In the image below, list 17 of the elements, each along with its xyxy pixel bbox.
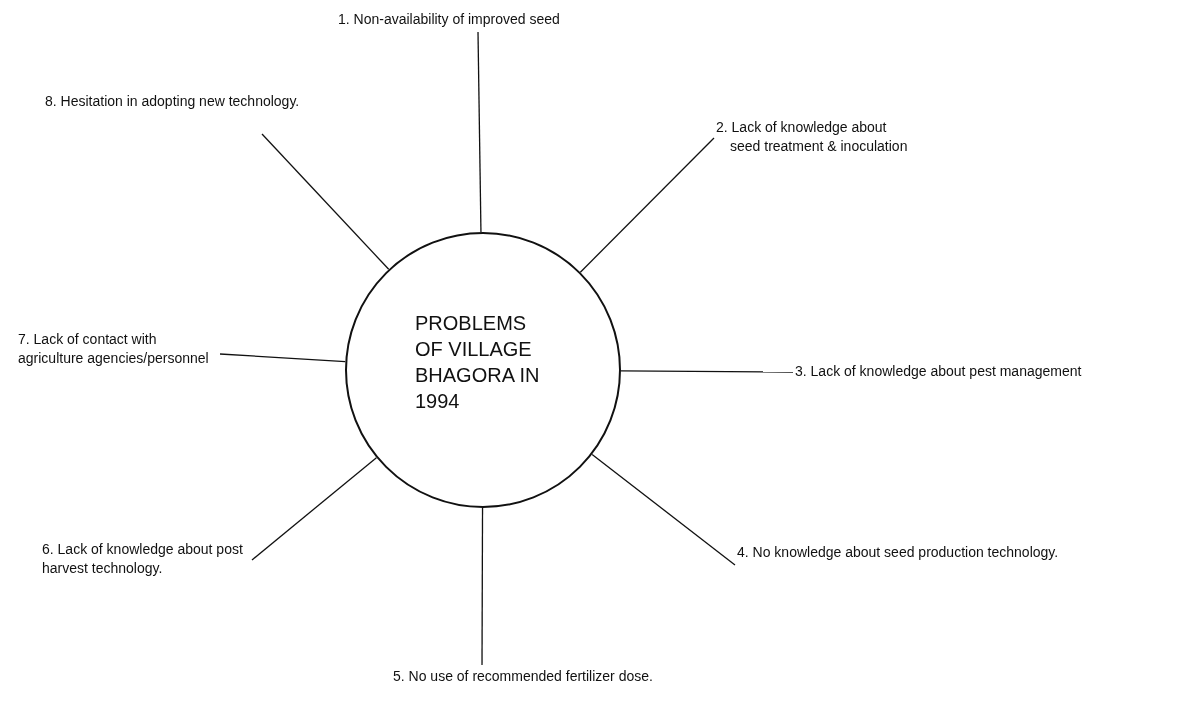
connector-line — [219, 353, 346, 363]
connector-line — [251, 457, 378, 561]
circle-title: PROBLEMS OF VILLAGE BHAGORA IN 1994 — [415, 311, 541, 414]
problem-text: 3. Lack of knowledge about pest management — [795, 362, 1175, 381]
connector-line — [579, 137, 715, 273]
problem-text: 2. Lack of knowledge about seed treatment & inoculation — [716, 118, 920, 156]
connector-line — [591, 453, 736, 566]
connector-line — [481, 507, 484, 666]
connector-line — [261, 133, 390, 270]
problem-text: 5. No use of recommended fertilizer dose. — [393, 667, 693, 686]
connector-line — [620, 370, 794, 373]
problem-text: 4. No knowledge about seed production technology. — [737, 543, 1071, 562]
problem-text: 1. Non-availability of improved seed — [338, 10, 578, 29]
problem-text: 8. Hesitation in adopting new technology. — [45, 92, 310, 111]
problem-text: 6. Lack of knowledge about post harvest technology. — [42, 540, 250, 578]
connector-line — [477, 31, 482, 233]
problem-text: 7. Lack of contact with agriculture agencies/personnel — [18, 330, 218, 368]
